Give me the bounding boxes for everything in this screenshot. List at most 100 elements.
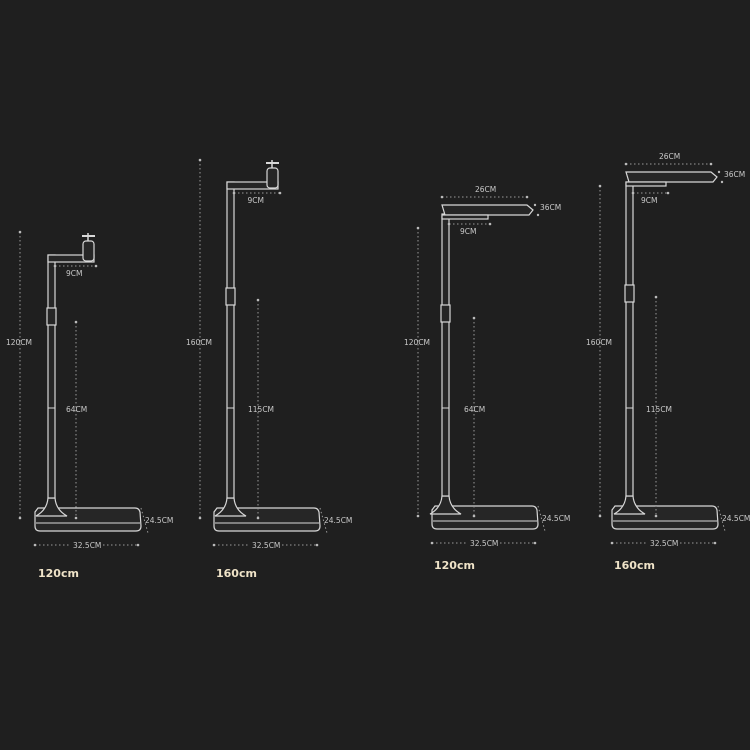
arm-label: 9CM xyxy=(248,196,264,205)
lower-pole-dimension-end xyxy=(654,295,658,299)
total-height-dimension-end xyxy=(598,184,602,188)
base-depth-label: 24.5CM xyxy=(542,514,570,523)
lower-pole-label: 115CM xyxy=(248,405,274,414)
lower-pole-dimension-end xyxy=(472,316,476,320)
base-depth-dimension xyxy=(140,507,149,534)
variant-label: 120cm xyxy=(38,567,79,580)
total-height-label: 160CM xyxy=(586,338,612,347)
total-height-dimension-end xyxy=(198,158,202,162)
pole-foot xyxy=(214,497,247,517)
lower-pole-dimension-end xyxy=(74,516,78,520)
lower-pole-label: 64CM xyxy=(66,405,87,414)
base-width-dimension-end xyxy=(136,543,140,547)
base-width-dimension-end xyxy=(430,541,434,545)
arm-label: 9CM xyxy=(460,227,476,236)
base-depth-dimension xyxy=(537,505,546,532)
base-width-dimension-end xyxy=(212,543,216,547)
arm-dimension-end xyxy=(232,191,236,195)
base-width-dimension-end xyxy=(315,543,319,547)
height-adjust-collar xyxy=(46,307,57,326)
pole-foot xyxy=(613,495,646,515)
pole-foot xyxy=(429,495,462,515)
tray-mount xyxy=(441,214,489,220)
base-depth-dimension xyxy=(717,505,726,532)
tray-depth-marker xyxy=(720,180,724,184)
label-gap xyxy=(468,538,500,547)
total-height-dimension-end xyxy=(18,516,22,520)
variant-label: 120cm xyxy=(434,559,475,572)
total-height-label: 160CM xyxy=(186,338,212,347)
height-adjust-collar xyxy=(440,304,451,323)
arm-dimension-end xyxy=(278,191,282,195)
base-depth-dimension xyxy=(319,507,328,534)
tray-width-dimension-end xyxy=(624,162,628,166)
phone-clip xyxy=(266,167,279,189)
arm-dimension-end xyxy=(631,191,635,195)
total-height-dimension-end xyxy=(416,226,420,230)
tablet-tray xyxy=(625,171,718,183)
tray-width-label: 26CM xyxy=(475,185,496,194)
stand-variant-3: 26CM 36CM 120CM 64CM 9CM 24.5CM 32.5CM 120cm xyxy=(404,185,570,572)
total-height-dimension-end xyxy=(416,514,420,518)
label-gap xyxy=(250,540,282,549)
tray-width-dimension-end xyxy=(709,162,713,166)
tray-depth-marker xyxy=(536,213,540,217)
base-width-label: 32.5CM xyxy=(650,539,678,548)
base-depth-label: 24.5CM xyxy=(722,514,750,523)
base-width-dimension-end xyxy=(533,541,537,545)
tray-width-label: 26CM xyxy=(659,152,680,161)
base-depth-label: 24.5CM xyxy=(324,516,352,525)
arm-dimension-end xyxy=(447,222,451,226)
arm-dimension-end xyxy=(53,264,57,268)
total-height-dimension-end xyxy=(198,516,202,520)
variant-label: 160cm xyxy=(614,559,655,572)
pole xyxy=(625,181,634,497)
pole xyxy=(226,181,235,499)
stand-variant-2: 160CM 115CM 9CM 24.5CM 32.5CM 160cm xyxy=(186,158,352,580)
tray-depth-marker xyxy=(717,170,721,174)
lower-pole-dimension-end xyxy=(654,514,658,518)
arm-label: 9CM xyxy=(66,269,82,278)
base-width-label: 32.5CM xyxy=(73,541,101,550)
stand-variant-4: 26CM 36CM 160CM 115CM 9CM 24.5CM 32.5CM 160cm xyxy=(586,152,750,572)
tray-width-dimension-end xyxy=(525,195,529,199)
lower-pole-label: 64CM xyxy=(464,405,485,414)
lower-pole-dimension-end xyxy=(74,320,78,324)
tray-depth-marker xyxy=(533,203,537,207)
base-width-label: 32.5CM xyxy=(252,541,280,550)
tray-width-dimension-end xyxy=(440,195,444,199)
tray-depth-label: 36CM xyxy=(540,203,561,212)
pole xyxy=(441,213,450,497)
arm-dimension-end xyxy=(94,264,98,268)
pole-foot xyxy=(35,497,68,517)
arm-dimension-end xyxy=(666,191,670,195)
label-gap xyxy=(648,538,680,547)
lower-pole-dimension-end xyxy=(472,514,476,518)
arm-dimension-end xyxy=(488,222,492,226)
base-width-dimension-end xyxy=(33,543,37,547)
tray-depth-label: 36CM xyxy=(724,170,745,179)
lower-pole-dimension-end xyxy=(256,298,260,302)
phone-clip xyxy=(82,240,95,262)
label-gap xyxy=(71,540,103,549)
base-width-dimension-end xyxy=(610,541,614,545)
base-width-label: 32.5CM xyxy=(470,539,498,548)
lower-pole-label: 115CM xyxy=(646,405,672,414)
total-height-dimension-end xyxy=(18,230,22,234)
pole xyxy=(47,254,56,499)
total-height-dimension-end xyxy=(598,514,602,518)
height-adjust-collar xyxy=(225,287,236,306)
base-width-dimension-end xyxy=(713,541,717,545)
tray-mount xyxy=(625,181,667,187)
total-height-label: 120CM xyxy=(404,338,430,347)
tablet-tray xyxy=(441,204,534,216)
lower-pole-dimension-end xyxy=(256,516,260,520)
arm-label: 9CM xyxy=(641,196,657,205)
base-depth-label: 24.5CM xyxy=(145,516,173,525)
stand-variant-1: 120CM 64CM 9CM 24.5CM 32.5CM 120cm xyxy=(6,230,173,580)
height-adjust-collar xyxy=(624,284,635,303)
total-height-label: 120CM xyxy=(6,338,32,347)
variant-label: 160cm xyxy=(216,567,257,580)
